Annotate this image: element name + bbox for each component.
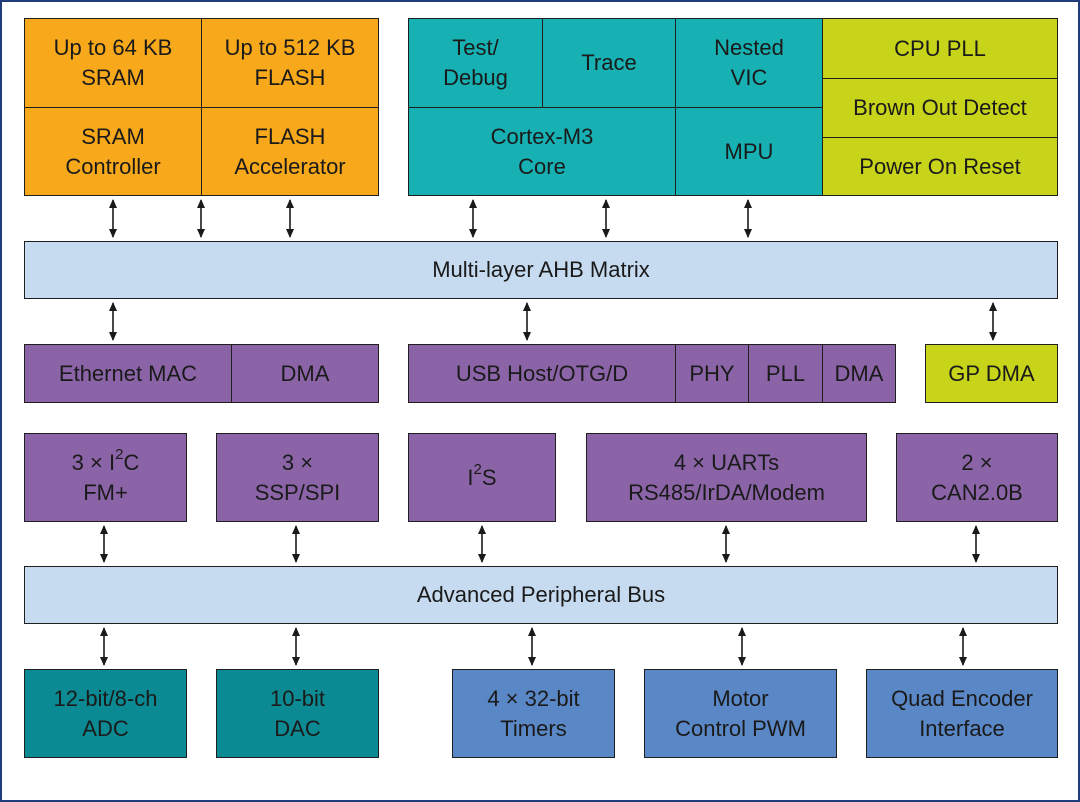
sram-block: Up to 64 KB SRAM xyxy=(24,18,202,108)
quad-encoder-block: Quad Encoder Interface xyxy=(866,669,1058,758)
sram-controller-block: SRAM Controller xyxy=(24,107,202,196)
ssp-spi-block: 3 × SSP/SPI xyxy=(216,433,379,522)
pll-block: PLL xyxy=(748,344,823,403)
gp-dma-block: GP DMA xyxy=(925,344,1058,403)
i2s-block: I2S xyxy=(408,433,556,522)
flash-accelerator-block: FLASH Accelerator xyxy=(201,107,379,196)
brown-out-detect-block: Brown Out Detect xyxy=(822,78,1058,138)
power-on-reset-block: Power On Reset xyxy=(822,137,1058,196)
can-block: 2 × CAN2.0B xyxy=(896,433,1058,522)
ethernet-dma-block: DMA xyxy=(231,344,379,403)
phy-block: PHY xyxy=(675,344,749,403)
usb-block: USB Host/OTG/D xyxy=(408,344,676,403)
timers-block: 4 × 32-bit Timers xyxy=(452,669,615,758)
ahb-matrix-bus: Multi-layer AHB Matrix xyxy=(24,241,1058,299)
trace-block: Trace xyxy=(542,18,676,108)
cpu-pll-block: CPU PLL xyxy=(822,18,1058,79)
motor-control-pwm-block: Motor Control PWM xyxy=(644,669,837,758)
nested-vic-block: Nested VIC xyxy=(675,18,823,108)
dac-block: 10-bit DAC xyxy=(216,669,379,758)
uarts-block: 4 × UARTs RS485/IrDA/Modem xyxy=(586,433,867,522)
mpu-block: MPU xyxy=(675,107,823,196)
apb-bus: Advanced Peripheral Bus xyxy=(24,566,1058,624)
cortex-m3-core-block: Cortex-M3 Core xyxy=(408,107,676,196)
ethernet-mac-block: Ethernet MAC xyxy=(24,344,232,403)
usb-dma-block: DMA xyxy=(822,344,896,403)
adc-block: 12-bit/8-ch ADC xyxy=(24,669,187,758)
